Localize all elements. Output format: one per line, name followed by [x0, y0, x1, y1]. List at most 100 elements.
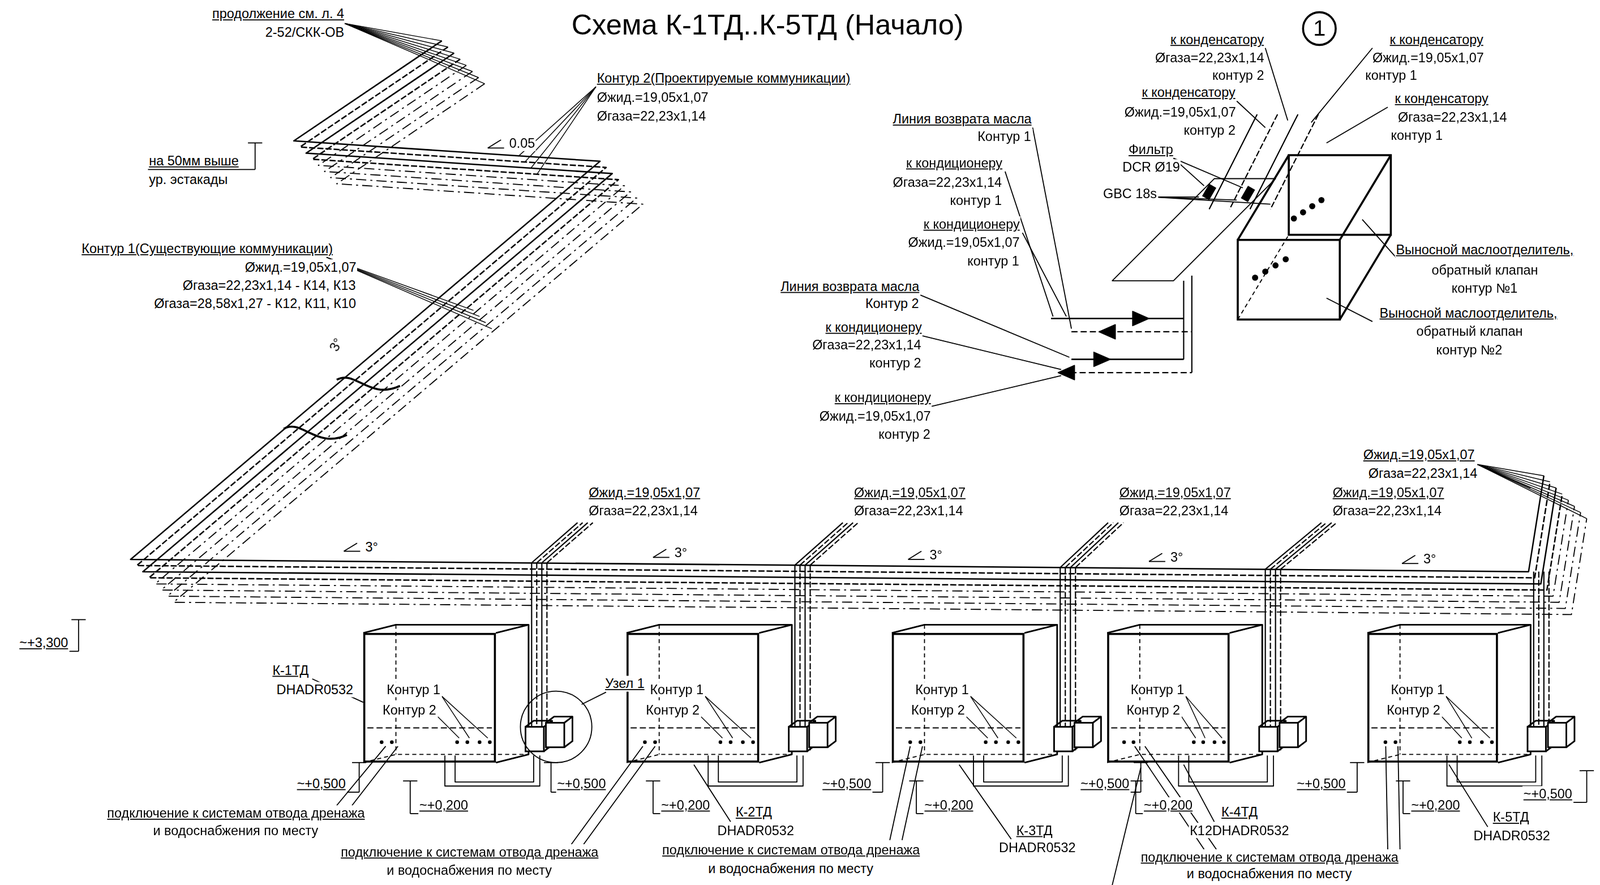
- refrigerant-pipe: [1191, 275, 1193, 373]
- annotation-label: 3°: [1422, 551, 1438, 567]
- level-mark: [1135, 780, 1137, 814]
- annotation-label: DHADR0532: [1472, 827, 1552, 843]
- level-mark: [1573, 801, 1587, 803]
- branch-pipe: [535, 562, 538, 750]
- slope-symbol: [1148, 560, 1166, 563]
- annotation-label: Øжид.=19,05х1,07: [243, 259, 358, 275]
- annotation-label: ~+0,200: [418, 796, 470, 813]
- leader-line: [530, 86, 596, 169]
- leader-line: [920, 294, 1070, 358]
- existing-pipe: [155, 65, 1569, 596]
- leader-line: [581, 691, 607, 705]
- annotation-label: Выносной маслоотделитель,: [1378, 305, 1559, 321]
- connection-box: [1074, 722, 1093, 747]
- leader-line: [705, 696, 752, 739]
- unit-outline: [1024, 624, 1058, 762]
- slope-symbol: [487, 139, 501, 148]
- branch-pipe: [455, 755, 534, 782]
- hidden-edge: [1107, 753, 1263, 762]
- level-mark: [409, 780, 411, 814]
- leader-line: [1326, 297, 1373, 321]
- annotation-label: обратный клапан: [1430, 262, 1540, 278]
- annotation-label: Øгаза=22,23х1,14: [587, 503, 699, 519]
- connection-dot: [718, 739, 723, 744]
- circuit-label: Контур 1: [1129, 681, 1186, 697]
- level-mark: [1403, 812, 1411, 814]
- annotation-label: ~+0,500: [1522, 785, 1574, 801]
- leader-line: [922, 335, 1062, 370]
- annotation-label: и водоснабжения по месту: [385, 861, 553, 878]
- circuit-label: Контур 2: [381, 701, 437, 718]
- leader-line: [1362, 219, 1396, 258]
- detail-circle: [520, 691, 592, 763]
- annotation-label: К12DHADR0532: [1188, 822, 1290, 838]
- annotation-label: 3°: [325, 334, 347, 355]
- refrigerant-pipe: [1250, 114, 1299, 210]
- connection-box: [525, 726, 544, 752]
- branch-pipe: [1270, 568, 1272, 750]
- indoor-unit: Контур 1Контур 2: [363, 632, 496, 763]
- slope-symbol: [344, 542, 358, 551]
- leader-line: [1152, 196, 1271, 205]
- connection-box: [1074, 716, 1101, 748]
- connection-dot: [751, 739, 755, 744]
- branch-pipe: [1265, 522, 1322, 569]
- annotation-label: контур №2: [1435, 341, 1504, 358]
- leader-line: [1448, 764, 1488, 827]
- callout-circle: 1: [1302, 11, 1337, 46]
- check-valve-arrow: [1094, 352, 1111, 367]
- branch-pipe: [794, 522, 843, 565]
- level-mark: [78, 619, 80, 651]
- connection-box: [546, 716, 573, 748]
- refrigerant-pipe: [1182, 280, 1185, 360]
- level-mark: [550, 762, 552, 792]
- refrigerant-pipe: [130, 40, 1544, 572]
- annotation-label: продолжение см. л. 4: [211, 6, 346, 22]
- leader-line: [1183, 764, 1215, 822]
- leader-line: [1477, 464, 1551, 482]
- connection-dot: [983, 739, 988, 744]
- connection-box: [546, 722, 565, 747]
- refrigerant-pipe: [1071, 331, 1192, 333]
- branch-pipe: [541, 562, 543, 750]
- leader-line: [1477, 464, 1587, 519]
- unit-outline: [1229, 624, 1263, 762]
- hidden-edge: [367, 727, 492, 729]
- annotation-label: К-3ТД: [1015, 822, 1054, 838]
- level-mark: [346, 791, 360, 793]
- annotation-label: ~+0,200: [659, 796, 711, 813]
- leader-line: [1477, 464, 1575, 506]
- unit-outline: [758, 624, 792, 762]
- annotation-label: и водоснабжения по месту: [1185, 865, 1353, 881]
- level-mark: [1135, 812, 1144, 814]
- annotation-label: и водоснабжения по месту: [152, 822, 320, 838]
- unit-outline: [1498, 624, 1531, 762]
- leader-line: [344, 23, 461, 59]
- annotation-label: подключение к системам отвода дренажа: [1139, 848, 1400, 865]
- annotation-label: Узел 1: [603, 675, 646, 692]
- leader-line: [344, 23, 448, 47]
- leader-line: [931, 375, 1062, 406]
- connection-dot: [1383, 739, 1388, 744]
- annotation-label: Øжид.=19,05х1,07: [587, 484, 701, 500]
- unit-outline: [1107, 624, 1263, 633]
- leader-line: [344, 23, 467, 66]
- annotation-label: ~+0,500: [556, 775, 608, 791]
- level-mark: [551, 791, 557, 793]
- connection-box: [827, 716, 836, 723]
- annotation-label: Øжид.=19,05х1,07: [907, 234, 1021, 251]
- branch-pipe: [799, 522, 848, 565]
- annotation-label: 3°: [673, 545, 689, 561]
- sheet-title: Схема К-1ТД..К-5ТД (Начало): [571, 9, 964, 42]
- level-mark: [652, 780, 654, 814]
- filter-symbol: [1240, 185, 1255, 203]
- annotation-label: Выносной маслоотделитель,: [1395, 241, 1576, 257]
- indoor-unit: Контур 1Контур 2: [1367, 632, 1499, 763]
- oil-separator-dot: [1262, 268, 1269, 275]
- leader-line: [352, 745, 398, 806]
- connection-dot: [740, 739, 745, 744]
- connection-box: [1547, 722, 1567, 747]
- leader-line: [344, 23, 485, 84]
- branch-pipe: [1543, 571, 1545, 751]
